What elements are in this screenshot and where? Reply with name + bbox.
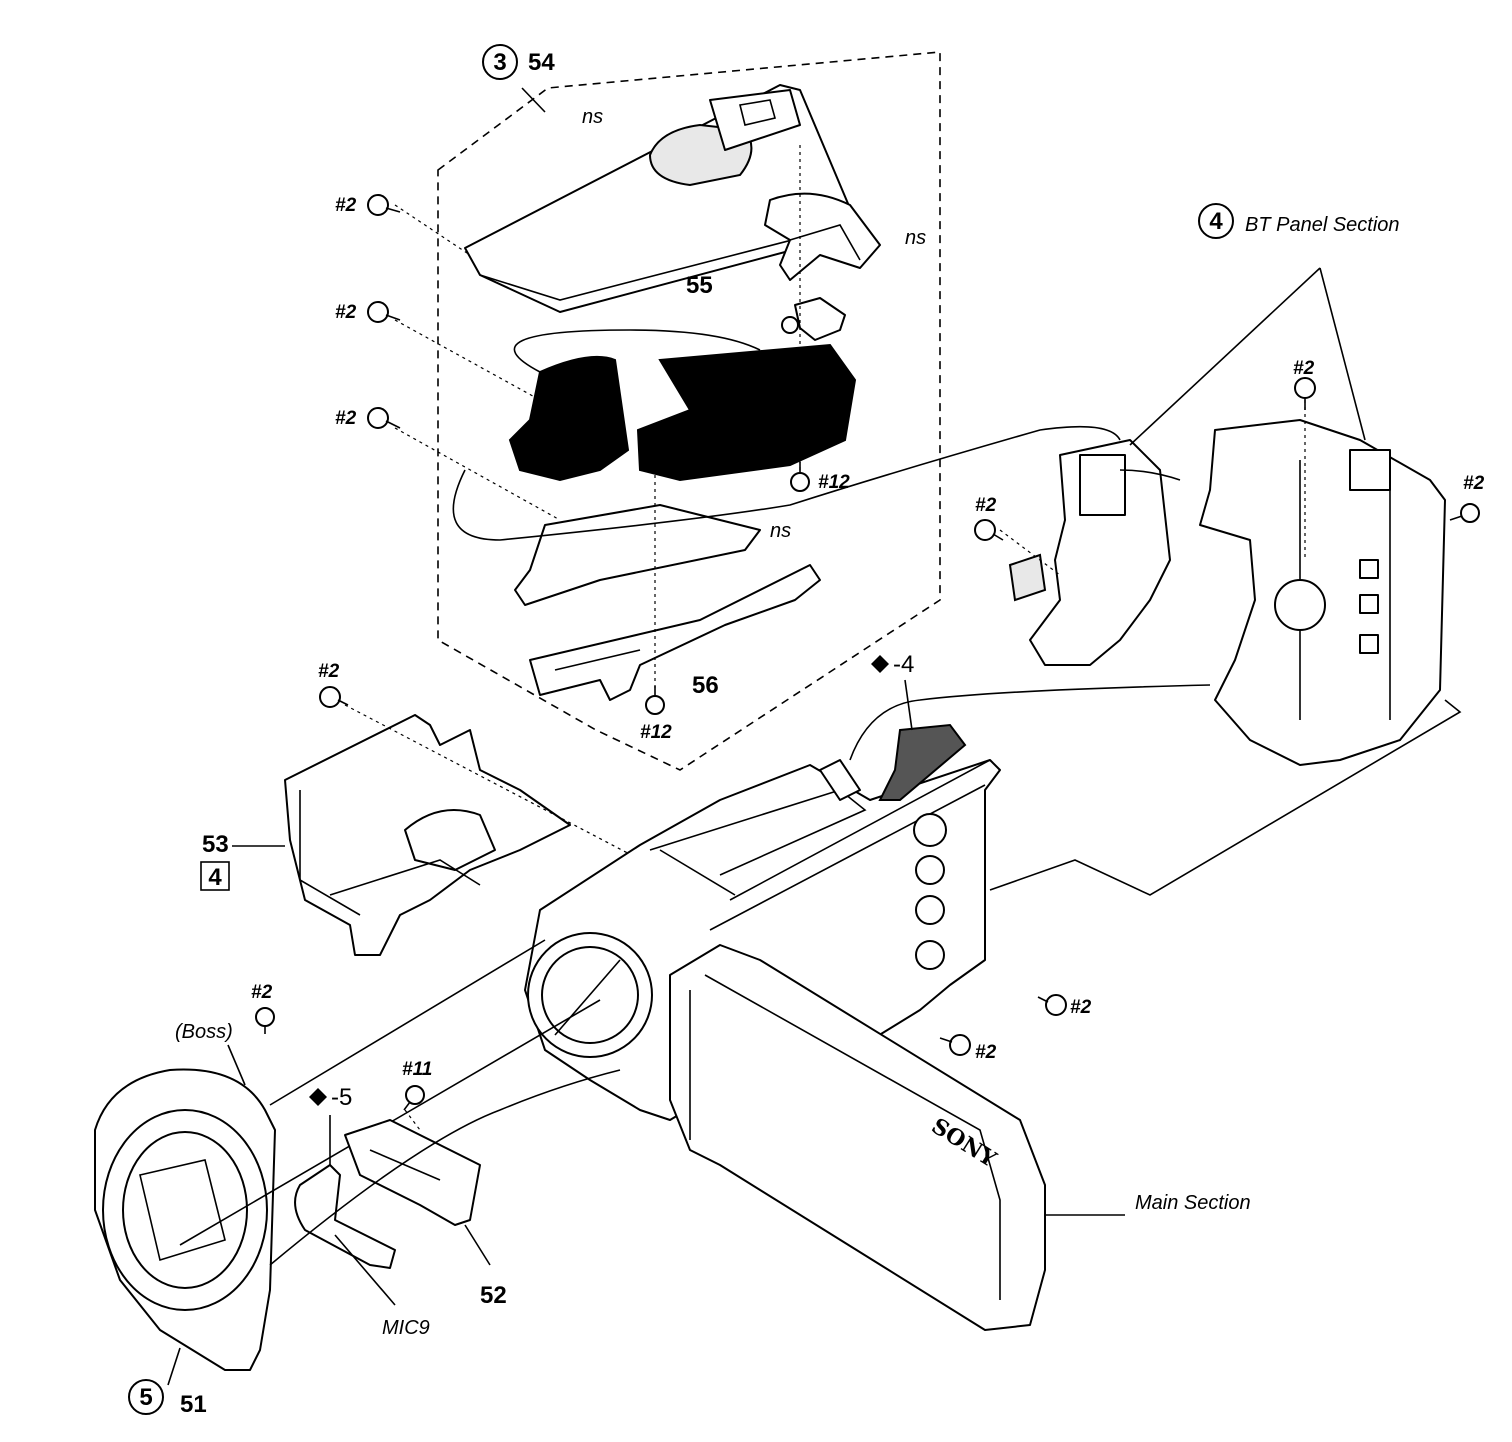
top-cover-part bbox=[464, 84, 861, 313]
ref-circle-3 bbox=[482, 44, 518, 80]
main-body bbox=[524, 759, 1001, 1121]
screw-2-label: #2 bbox=[251, 982, 273, 1003]
alignment-line bbox=[269, 939, 546, 1106]
ref-4-label: 4 bbox=[1209, 208, 1223, 235]
screw-2-label: #2 bbox=[1293, 358, 1315, 379]
guide-line bbox=[394, 319, 541, 401]
flex-cable-line bbox=[849, 684, 1211, 761]
screw-2-label: #2 bbox=[318, 661, 340, 682]
leader-diamond-4 bbox=[904, 679, 913, 731]
screw-icon bbox=[1037, 994, 1067, 1016]
screw-icon bbox=[1449, 503, 1480, 523]
frame-outline-line bbox=[989, 699, 1462, 896]
ns-plate-part bbox=[514, 504, 761, 606]
mic9-label: MIC9 bbox=[382, 1317, 430, 1339]
bt-panel-right-module bbox=[1199, 419, 1446, 766]
part-51-label: 51 bbox=[180, 1391, 207, 1418]
leader-54 bbox=[521, 87, 546, 113]
part-52-label: 52 bbox=[480, 1282, 507, 1309]
screw-2-label: #2 bbox=[335, 408, 357, 429]
part-55-label: 55 bbox=[686, 272, 713, 299]
guide-line bbox=[344, 704, 661, 871]
main-section-label: Main Section bbox=[1135, 1192, 1251, 1214]
ref-3-label: 3 bbox=[493, 49, 506, 76]
screw-2-label: #2 bbox=[1463, 473, 1485, 494]
leader-51 bbox=[167, 1347, 181, 1386]
bt-panel-left-module bbox=[1008, 439, 1171, 666]
leader-52 bbox=[464, 1224, 491, 1266]
part-51-lens-ring bbox=[94, 1068, 276, 1371]
leader-bt-panel bbox=[1129, 267, 1321, 446]
ref-circle-4 bbox=[1198, 203, 1234, 239]
diamond-marker-icon bbox=[309, 1088, 327, 1106]
screw-icon bbox=[645, 686, 665, 715]
screw-icon bbox=[319, 686, 349, 708]
screw-12-label: #12 bbox=[640, 722, 672, 743]
box-4-label: 4 bbox=[208, 864, 222, 891]
ns-top-label: ns bbox=[582, 106, 603, 128]
screw-icon bbox=[255, 1007, 275, 1034]
flex-cable-line bbox=[452, 425, 1121, 541]
boss-label: (Boss) bbox=[175, 1021, 233, 1043]
screw-icon bbox=[939, 1034, 971, 1056]
ref-box-4 bbox=[200, 861, 230, 891]
part-52-bracket bbox=[344, 1119, 481, 1226]
ns-plate-label: ns bbox=[770, 520, 791, 542]
screw-icon bbox=[403, 1085, 425, 1111]
diamond-marker-icon bbox=[871, 655, 889, 673]
screw-2-label: #2 bbox=[975, 495, 997, 516]
diamond-4-label: -4 bbox=[893, 651, 914, 678]
screw-12-label: #12 bbox=[818, 472, 850, 493]
diamond-5-label: -5 bbox=[331, 1084, 352, 1111]
part-53-label: 53 bbox=[202, 831, 229, 858]
ref-circle-5 bbox=[128, 1379, 164, 1415]
screw-icon bbox=[1294, 377, 1316, 410]
guide-line bbox=[394, 204, 471, 256]
ref-5-label: 5 bbox=[139, 1384, 152, 1411]
screw-icon bbox=[974, 519, 1004, 541]
leader-boss bbox=[227, 1044, 246, 1086]
part-54-label: 54 bbox=[528, 49, 555, 76]
flex-cable-4 bbox=[878, 723, 967, 801]
leader-mic9 bbox=[334, 1234, 396, 1306]
screw-icon bbox=[367, 194, 401, 216]
ns-switch-label: ns bbox=[905, 227, 926, 249]
screw-icon bbox=[367, 407, 401, 429]
flex-cable-line bbox=[1119, 469, 1181, 481]
part-55-boards bbox=[508, 329, 857, 482]
guide-line bbox=[999, 529, 1061, 576]
alignment-line bbox=[269, 1069, 621, 1266]
part-56-bracket bbox=[529, 564, 821, 701]
part-56-label: 56 bbox=[692, 672, 719, 699]
bt-panel-section-label: BT Panel Section bbox=[1245, 214, 1400, 236]
screw-2-label: #2 bbox=[975, 1042, 997, 1063]
screw-2-label: #2 bbox=[335, 195, 357, 216]
screw-icon bbox=[790, 462, 810, 492]
leader-bt-panel bbox=[1319, 267, 1366, 441]
screw-2-label: #2 bbox=[335, 302, 357, 323]
screw-11-label: #11 bbox=[402, 1059, 432, 1080]
lcd-panel bbox=[669, 944, 1046, 1331]
switch-part bbox=[764, 192, 881, 281]
switch-bracket-part bbox=[781, 297, 846, 341]
part-53-shield bbox=[284, 714, 571, 956]
assembly-3-dashed-boundary bbox=[437, 51, 941, 771]
screw-2-label: #2 bbox=[1070, 997, 1092, 1018]
screw-icon bbox=[367, 301, 401, 323]
